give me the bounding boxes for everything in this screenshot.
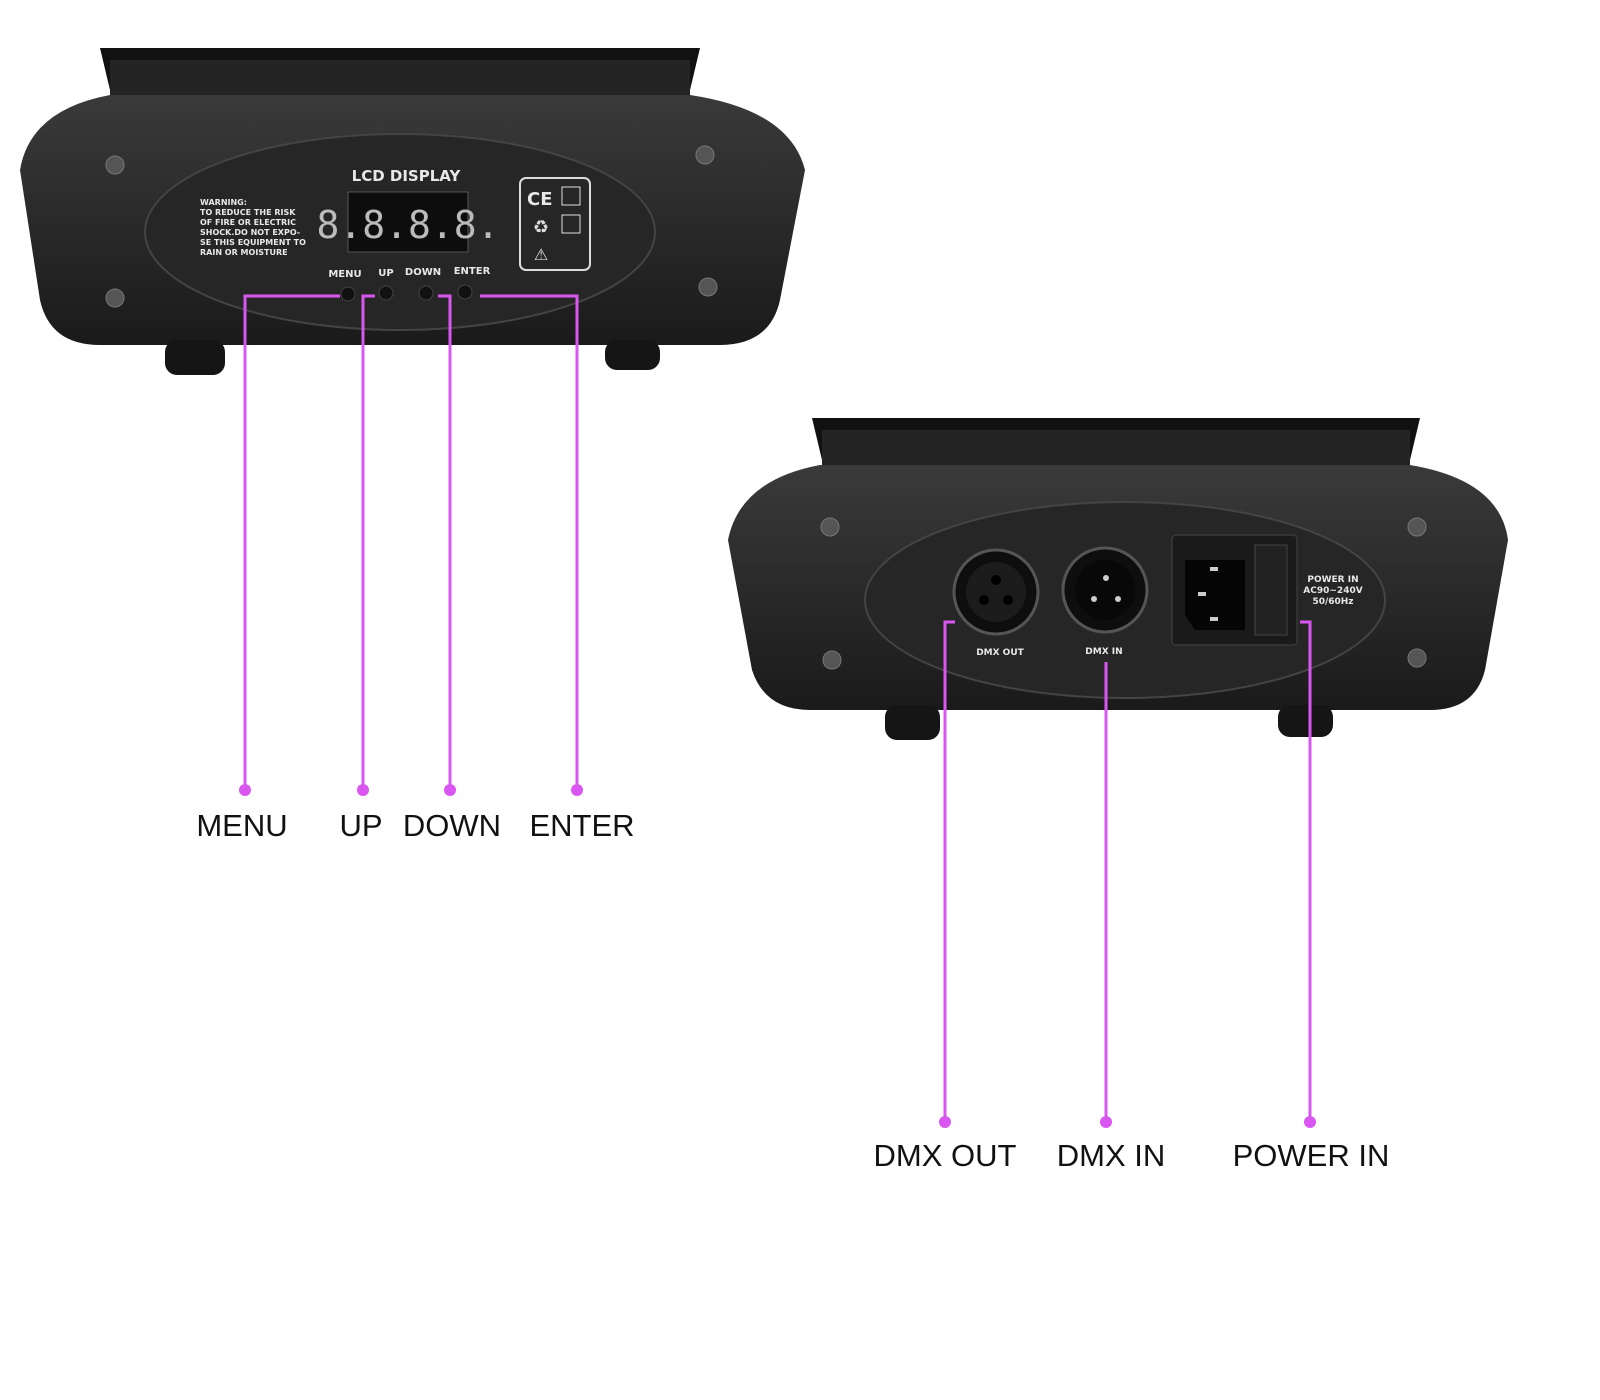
fuse-holder[interactable]: [1254, 544, 1288, 636]
up-button[interactable]: [378, 285, 394, 301]
callout-dot: [571, 784, 583, 796]
callout-line-enter: [480, 294, 579, 790]
front-device: LCD DISPLAY 8.8.8.8. WARNING: TO REDUCE …: [20, 48, 805, 375]
callout-label-power-in: POWER IN: [1233, 1138, 1390, 1173]
rear-device: DMX OUT DMX IN POWER IN AC90~240V 50/60H…: [728, 418, 1508, 740]
menu-button[interactable]: [340, 286, 356, 302]
panel-label-down: DOWN: [405, 267, 441, 278]
callouts-right: DMX OUT DMX IN POWER IN: [874, 620, 1390, 1173]
callout-dot: [1100, 1116, 1112, 1128]
callout-line-power-in: [1300, 620, 1312, 1122]
lcd-title: LCD DISPLAY: [352, 167, 462, 185]
power-inlet[interactable]: [1171, 534, 1298, 646]
dmx-in-connector[interactable]: [1061, 546, 1149, 634]
power-frequency-label: 50/60Hz: [1312, 597, 1353, 607]
callout-dot: [239, 784, 251, 796]
warning-line: TO REDUCE THE RISK: [200, 208, 296, 217]
callout-label-dmx-out: DMX OUT: [874, 1138, 1017, 1173]
warning-line: SHOCK.DO NOT EXPO-: [200, 228, 300, 237]
power-voltage-label: AC90~240V: [1303, 586, 1362, 596]
callout-line-down: [438, 294, 452, 790]
callout-dot: [939, 1116, 951, 1128]
down-button[interactable]: [418, 285, 434, 301]
foot-right: [1278, 705, 1333, 737]
wheelie-bin-icon: [561, 214, 581, 234]
foot-left: [165, 340, 225, 375]
panel-label-up: UP: [378, 268, 393, 279]
lcd-display: [347, 191, 469, 253]
warning-line: WARNING:: [200, 198, 247, 207]
callout-line-up: [361, 294, 375, 790]
screws: [820, 517, 1427, 670]
screws: [105, 145, 718, 308]
ce-mark: CE: [527, 189, 553, 210]
callout-label-dmx-in: DMX IN: [1057, 1138, 1166, 1173]
foot-right: [605, 340, 660, 370]
enter-button[interactable]: [457, 284, 473, 300]
recycle-icon: ♻: [533, 217, 549, 237]
callout-label-enter: ENTER: [529, 808, 634, 843]
warning-icon: ⚠: [534, 247, 548, 264]
lcd-readout: 8.8.8.8.: [316, 203, 499, 247]
callouts-left: MENU UP DOWN ENTER: [196, 294, 635, 843]
foot-left: [885, 705, 940, 740]
certification-box: CE ♻ ⚠: [519, 177, 591, 271]
callout-label-up: UP: [339, 808, 382, 843]
dmx-in-panel-label: DMX IN: [1085, 647, 1122, 657]
warning-line: SE THIS EQUIPMENT TO: [200, 238, 306, 247]
callout-dot: [444, 784, 456, 796]
dmx-out-connector[interactable]: [952, 548, 1040, 636]
warning-text: WARNING: TO REDUCE THE RISK OF FIRE OR E…: [200, 198, 306, 257]
callout-label-menu: MENU: [196, 808, 287, 843]
callout-dot: [1304, 1116, 1316, 1128]
callout-dot: [357, 784, 369, 796]
warning-line: RAIN OR MOISTURE: [200, 248, 288, 257]
check-icon: [561, 186, 581, 206]
panel-label-enter: ENTER: [454, 266, 491, 277]
dmx-out-panel-label: DMX OUT: [976, 648, 1024, 658]
callout-line-dmx-out: [943, 620, 955, 1122]
panel-label-menu: MENU: [328, 269, 361, 280]
warning-line: OF FIRE OR ELECTRIC: [200, 218, 296, 227]
power-in-panel-label: POWER IN: [1307, 575, 1358, 585]
callout-label-down: DOWN: [403, 808, 501, 843]
callout-line-menu: [243, 294, 340, 790]
